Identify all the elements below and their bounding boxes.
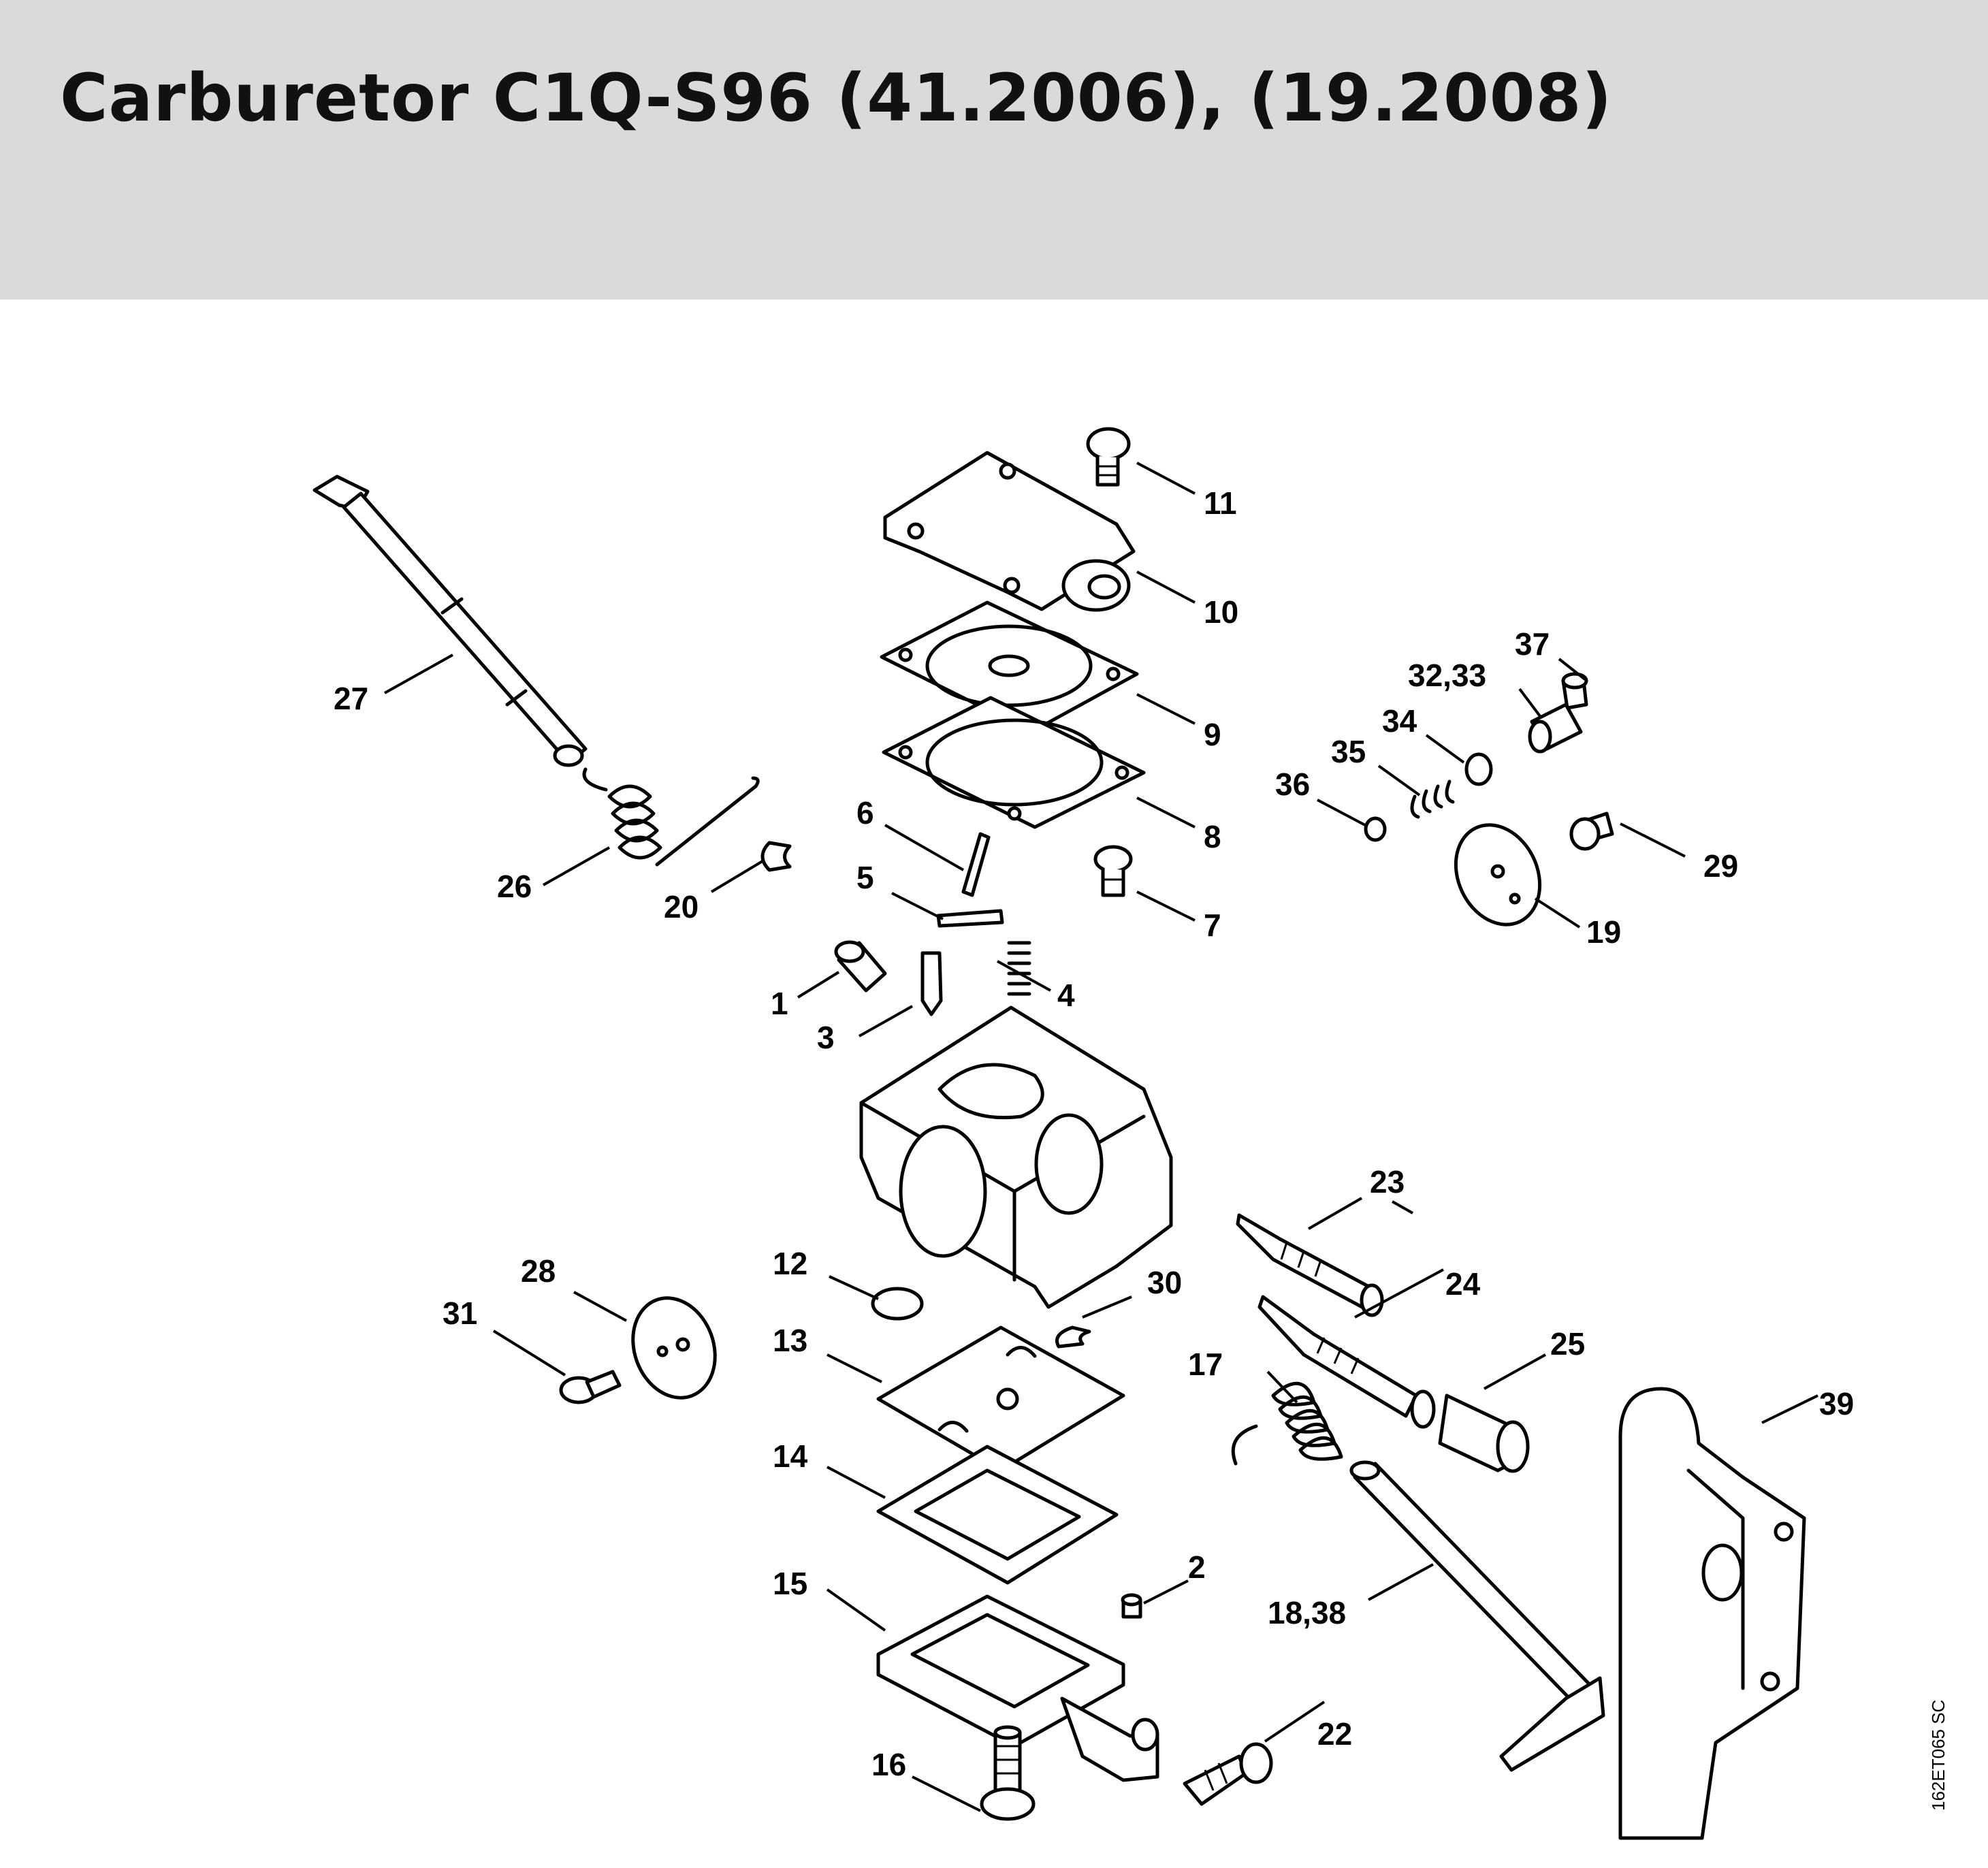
part-30-e-clip (1055, 1325, 1091, 1349)
part-5-control-lever (936, 909, 1004, 928)
callout-24: 24 (1445, 1266, 1481, 1302)
callout-11: 11 (1204, 485, 1237, 521)
callout-18-38: 18,38 (1268, 1595, 1346, 1630)
callout-37: 37 (1515, 626, 1550, 662)
callout-29: 29 (1703, 848, 1738, 884)
part-23-high-speed-screw (1236, 1213, 1384, 1317)
part-14-gasket (876, 1445, 1119, 1585)
leader-lines (384, 462, 1818, 1812)
part-20-e-clip (760, 841, 792, 872)
callout-35: 35 (1331, 734, 1366, 769)
carburetor-body (859, 1005, 1173, 1309)
part-8-gasket (882, 696, 1146, 829)
callout-27: 27 (334, 681, 368, 716)
part-17-spring (1231, 1381, 1343, 1466)
callout-26: 26 (497, 869, 532, 904)
callout-6: 6 (856, 795, 874, 831)
part-18-38-choke-shaft (1349, 1460, 1605, 1772)
callout-31: 31 (443, 1295, 477, 1331)
drawing-code: 162ET065 SC (1928, 1699, 1949, 1811)
callout-39: 39 (1819, 1386, 1854, 1421)
callout-16: 16 (871, 1747, 906, 1782)
callout-10: 10 (1204, 594, 1238, 630)
part-15-metering-cover (876, 1594, 1159, 1782)
callout-34: 34 (1382, 703, 1417, 739)
callout-1: 1 (771, 986, 788, 1021)
part-22-idle-speed-screw (1183, 1742, 1273, 1806)
callout-30: 30 (1147, 1265, 1182, 1300)
part-26-torsion-spring (582, 767, 760, 867)
callout-25: 25 (1550, 1326, 1585, 1362)
part-39-carburetor-housing (1618, 1387, 1806, 1840)
callout-14: 14 (773, 1438, 808, 1474)
callout-9: 9 (1204, 717, 1221, 752)
part-25-limiter-cap (1438, 1394, 1530, 1473)
callout-22: 22 (1317, 1716, 1352, 1752)
exploded-view-diagram: 11 10 9 8 7 6 5 4 1 3 27 26 20 37 32,33 … (312, 427, 1854, 1840)
callout-13: 13 (773, 1323, 807, 1358)
callout-19: 19 (1586, 914, 1621, 950)
part-7-screw (1093, 845, 1133, 897)
part-10-pump-cover (883, 451, 1136, 612)
part-29-screw (1569, 811, 1614, 851)
part-34-o-ring (1464, 752, 1493, 786)
callout-8: 8 (1204, 819, 1221, 854)
part-16-screw (980, 1725, 1036, 1821)
part-11-screw (1086, 427, 1131, 487)
part-6-pin (961, 832, 991, 897)
part-19-choke-plate (1454, 823, 1542, 927)
part-36-screen (1364, 816, 1387, 842)
callout-20: 20 (664, 889, 699, 924)
callout-36: 36 (1275, 767, 1310, 802)
part-32-33-sleeve (1528, 703, 1583, 754)
part-13-metering-diaphragm (876, 1325, 1125, 1472)
part-28-throttle-plate (631, 1296, 717, 1400)
callout-17: 17 (1188, 1347, 1223, 1382)
callout-15: 15 (773, 1566, 807, 1601)
callout-labels: 11 10 9 8 7 6 5 4 1 3 27 26 20 37 32,33 … (334, 485, 1854, 1782)
callout-2: 2 (1188, 1549, 1206, 1585)
callout-12: 12 (773, 1246, 807, 1281)
part-1-plug (834, 940, 887, 993)
callout-5: 5 (856, 860, 874, 895)
part-27-throttle-shaft (312, 474, 588, 767)
part-3-inlet-needle (920, 951, 943, 1016)
callout-4: 4 (1057, 978, 1075, 1013)
part-24-low-speed-screw (1257, 1295, 1436, 1429)
callout-32-33: 32,33 (1408, 658, 1486, 693)
header-band: Carburetor C1Q-S96 (41.2006), (19.2008) (0, 0, 1988, 300)
part-35-spring (1410, 779, 1455, 819)
page-title: Carburetor C1Q-S96 (41.2006), (19.2008) (60, 60, 1613, 136)
callout-3: 3 (817, 1020, 835, 1055)
callout-7: 7 (1204, 907, 1221, 943)
part-12-strainer (871, 1287, 924, 1321)
callout-28: 28 (521, 1253, 556, 1289)
part-31-screw (559, 1370, 622, 1404)
callout-23: 23 (1370, 1164, 1405, 1199)
part-2-plug (1121, 1593, 1142, 1619)
